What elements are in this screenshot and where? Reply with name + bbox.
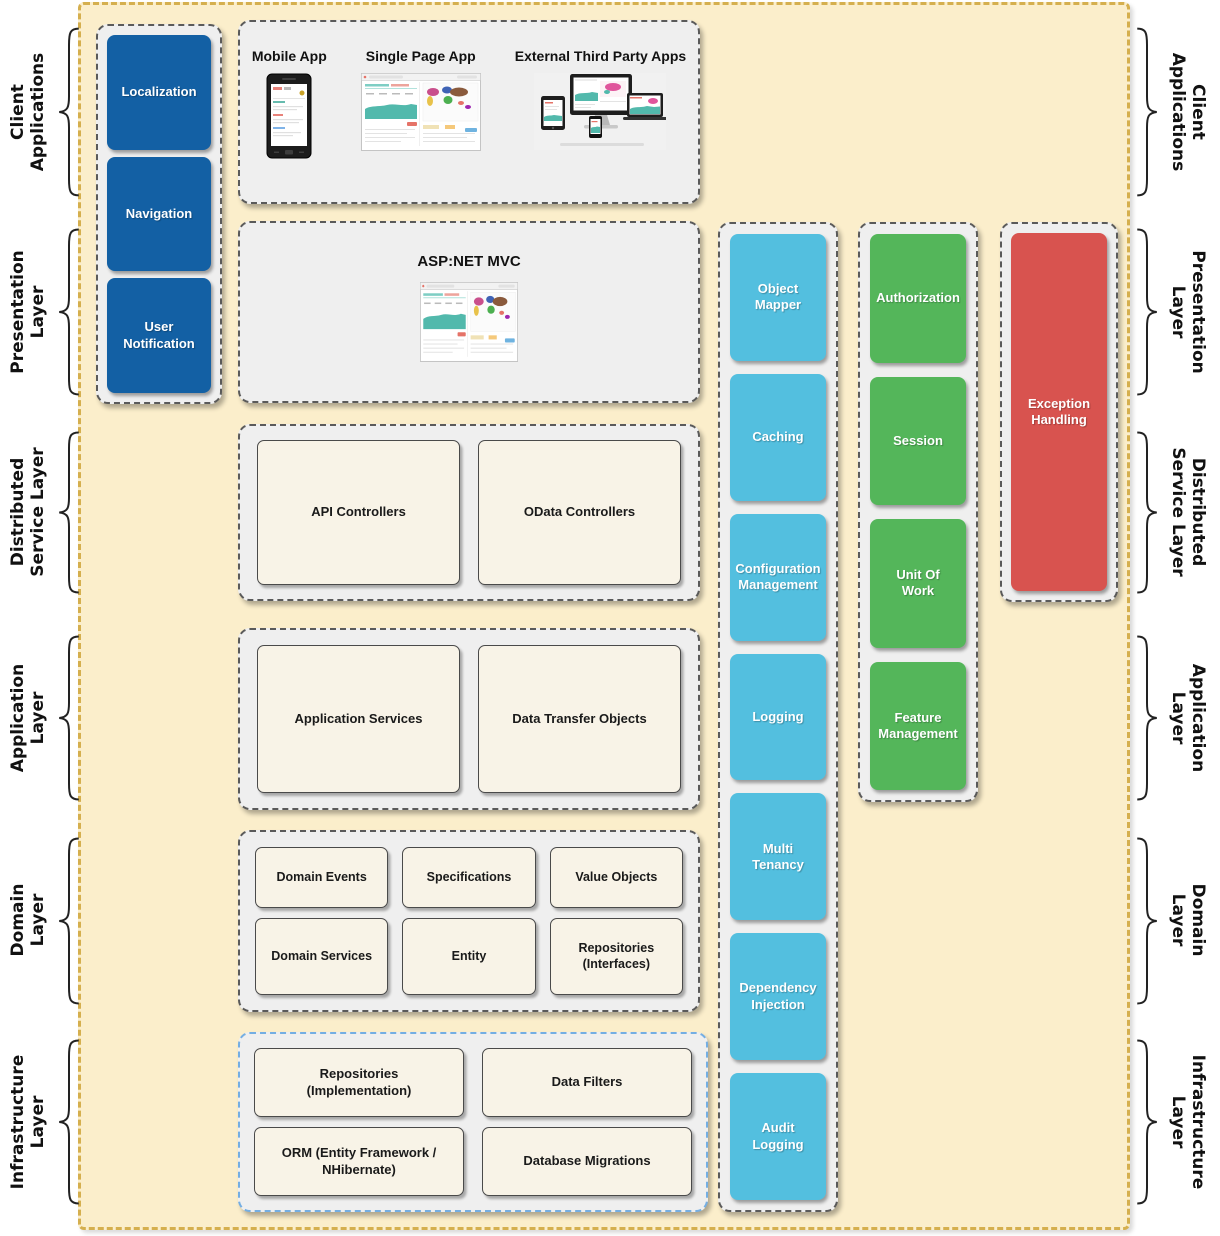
node-dependency-injection: Dependency Injection [730,933,826,1061]
brace-left-presentation [56,227,82,397]
section-client-widgets: Localization Navigation User Notificatio… [96,24,222,404]
brace-right-domain [1134,836,1160,1006]
external-apps-image [534,73,667,150]
brace-left-infrastructure [56,1038,82,1206]
node-feature-management: Feature Management [870,661,966,790]
mobile-app-label: Mobile App [251,48,327,64]
node-data-transfer-objects: Data Transfer Objects [478,645,681,793]
node-session: Session [870,376,966,505]
node-exception-handling: Exception Handling [1011,233,1107,591]
section-cross-cutting: Object Mapper Caching Configuration Mana… [718,222,838,1212]
single-page-app-image [360,73,481,151]
node-entity: Entity [402,917,536,995]
aspnet-mvc-title: ASP:NET MVC [417,253,521,270]
section-application: Application Services Data Transfer Objec… [238,628,700,810]
node-configuration-management: Configuration Management [730,513,826,641]
node-orm: ORM (Entity Framework / NHibernate) [254,1127,464,1196]
node-repositories-interfaces: Repositories (Interfaces) [549,917,683,995]
node-user-notification: User Notification [107,278,211,394]
node-caching: Caching [730,373,826,501]
brace-left-client-applications [56,26,82,198]
brace-right-client-applications [1134,26,1160,198]
node-multi-tenancy: Multi Tenancy [730,793,826,921]
figure-mobile-app: Mobile App [252,48,327,159]
brace-right-infrastructure [1134,1038,1160,1206]
section-exception-handling: Exception Handling [1000,222,1118,602]
node-logging: Logging [730,653,826,781]
node-domain-services: Domain Services [255,917,389,995]
aspnet-mvc-image [420,282,518,362]
node-object-mapper: Object Mapper [730,234,826,361]
node-specifications: Specifications [402,847,536,908]
section-distributed-service: API Controllers OData Controllers [238,424,700,601]
figure-single-page-app: Single Page App [360,48,481,151]
section-client-applications: Mobile App [238,20,700,204]
section-presentation: ASP:NET MVC [238,221,700,403]
node-authorization: Authorization [870,234,966,363]
node-audit-logging: Audit Logging [730,1073,826,1201]
brace-right-application [1134,634,1160,802]
brace-left-distributed [56,430,82,595]
mobile-app-image [266,73,312,159]
node-odata-controllers: OData Controllers [478,440,681,585]
brace-left-application [56,634,82,802]
external-apps-label: External Third Party Apps [514,48,687,64]
node-application-services: Application Services [257,645,460,793]
section-domain: Domain Events Specifications Value Objec… [238,830,700,1012]
brace-right-presentation [1134,227,1160,397]
figure-external-apps: External Third Party Apps [515,48,686,150]
node-data-filters: Data Filters [482,1048,692,1117]
brace-left-domain [56,836,82,1006]
node-database-migrations: Database Migrations [482,1127,692,1196]
node-value-objects: Value Objects [549,847,683,908]
brace-right-distributed [1134,430,1160,595]
node-api-controllers: API Controllers [257,440,460,585]
section-security: Authorization Session Unit Of Work Featu… [858,222,978,802]
node-unit-of-work: Unit Of Work [870,519,966,648]
node-localization: Localization [107,35,211,150]
node-domain-events: Domain Events [255,847,389,908]
single-page-app-label: Single Page App [365,48,476,64]
section-infrastructure: Repositories (Implementation) Data Filte… [238,1032,708,1212]
node-repositories-implementation: Repositories (Implementation) [254,1048,464,1117]
node-navigation: Navigation [107,156,211,272]
